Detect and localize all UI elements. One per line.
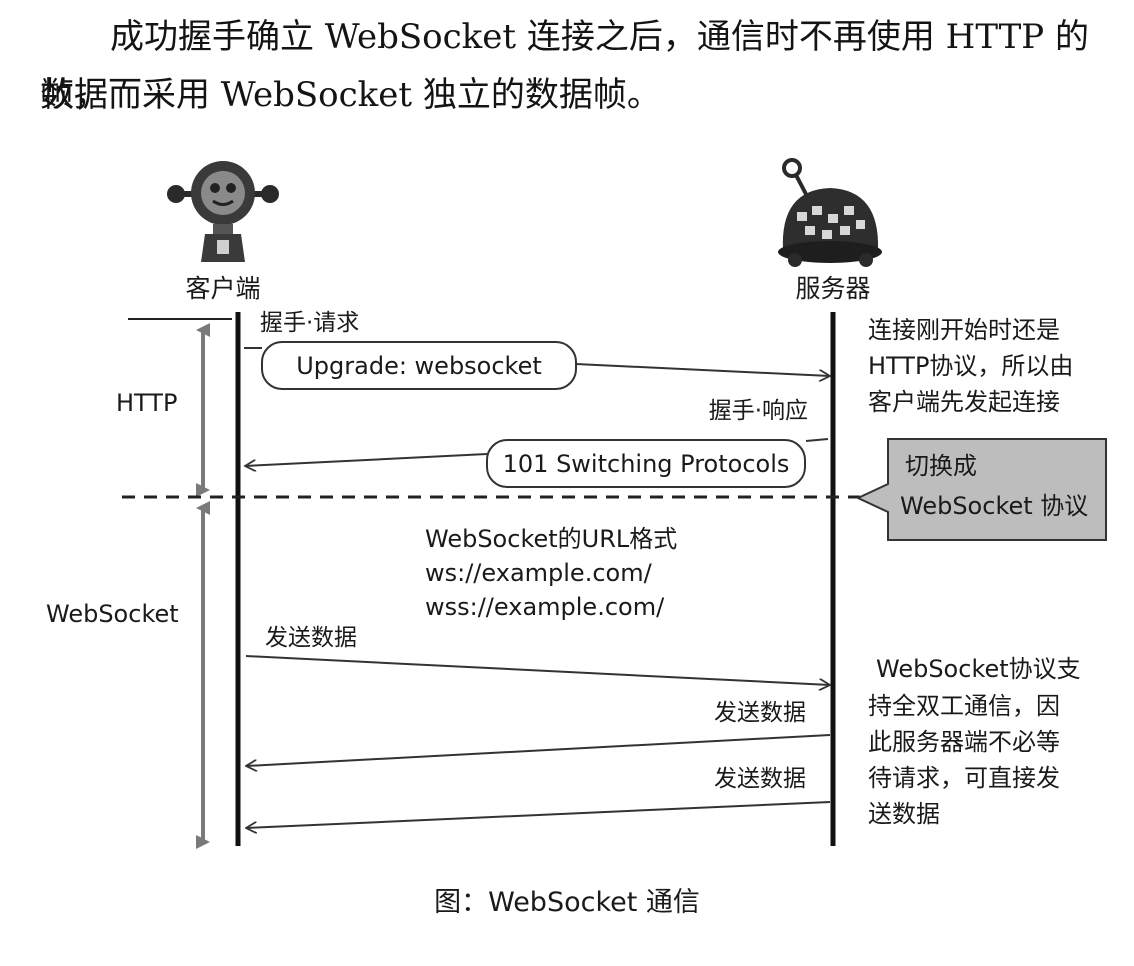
full-duplex-note: WebSocket协议支 持全双工通信，因 此服务器端不必等 待请求，可直接发 … [868, 655, 1088, 828]
handshake-request-label: 握手·请求 [260, 310, 359, 336]
http-note: 连接刚开始时还是 HTTP协议，所以由 客户端先发起连接 [868, 316, 1081, 416]
switch-protocol-callout [855, 438, 1107, 541]
handshake-response-arrow [245, 453, 488, 466]
server-robot-icon [778, 158, 882, 267]
phase-label-http: HTTP [116, 389, 177, 417]
server-label: 服务器 [795, 274, 870, 303]
client-send-data-arrow [245, 655, 830, 685]
handshake-request-arrow [575, 363, 830, 376]
switching-status-text: 101 Switching Protocols [503, 450, 790, 478]
upgrade-header-text: Upgrade: websocket [296, 352, 542, 380]
client-label: 客户端 [185, 274, 260, 303]
switch-protocol-callout-text: 切换成 WebSocket 协议 [900, 452, 1088, 520]
handshake-response-label: 握手·响应 [709, 398, 808, 424]
client-robot-icon [167, 161, 279, 262]
server-send-data-label-1: 发送数据 [714, 700, 806, 726]
url-format-block: WebSocket的URL格式 ws://example.com/ wss://… [425, 525, 685, 621]
figure-caption: 图：WebSocket 通信 [434, 887, 700, 918]
switching-status-box [486, 439, 806, 488]
paragraph-line-1: 成功握手确立 WebSocket 连接之后，通信时不再使用 HTTP 的数据 [40, 17, 1089, 115]
server-send-data-arrow-2 [246, 801, 831, 828]
phase-label-websocket: WebSocket [46, 600, 179, 628]
server-send-data-arrow-1 [246, 734, 831, 766]
paragraph-line-2: 帧，而采用 WebSocket 独立的数据帧。 [40, 75, 661, 115]
upgrade-header-box [261, 341, 577, 390]
client-send-data-label: 发送数据 [265, 625, 357, 651]
server-send-data-label-2: 发送数据 [714, 766, 806, 792]
